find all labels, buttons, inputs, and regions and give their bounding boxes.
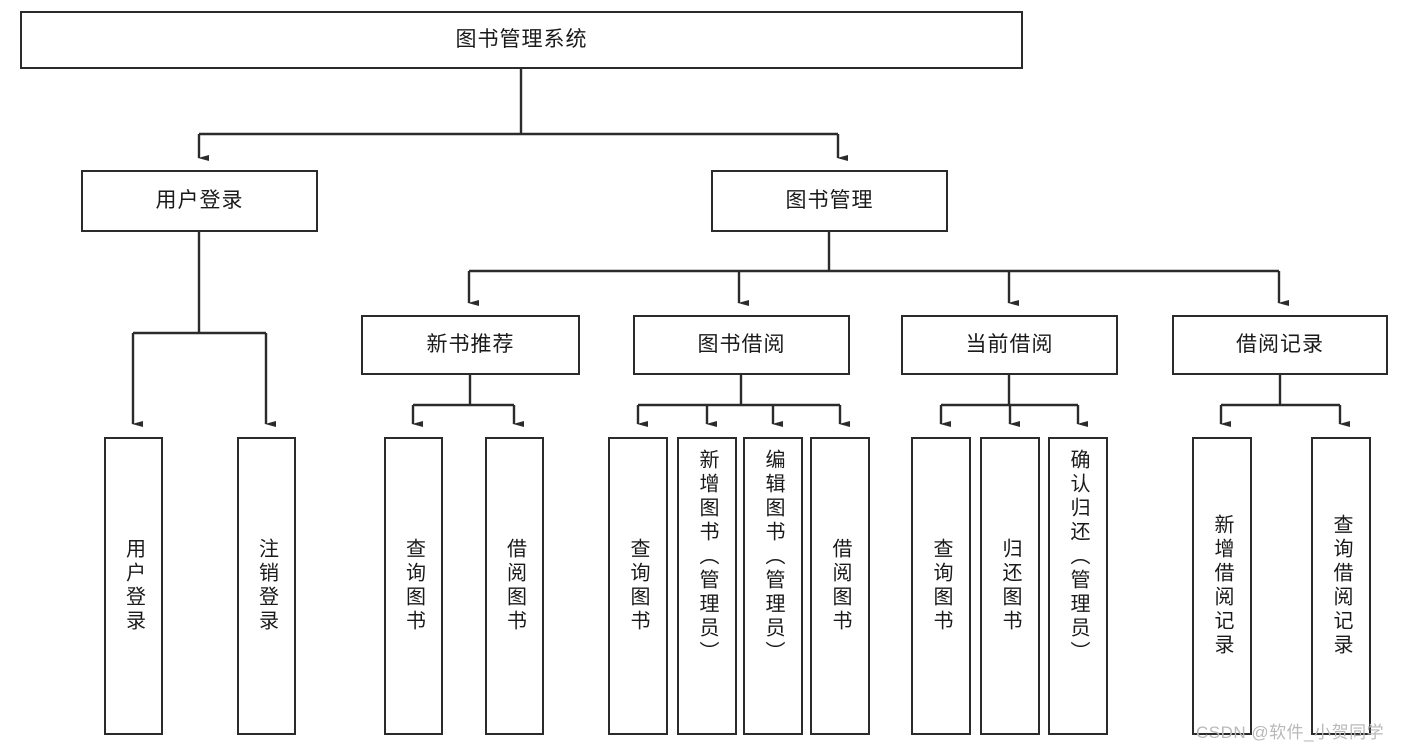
leaf-logout-label: 注销登录 [255,538,278,634]
node-book-management[interactable]: 图书管理 [711,170,948,232]
leaf-confirm-return-admin-label: 确认归还（管理员） [1067,449,1089,665]
leaf-user-login[interactable]: 用户登录 [104,437,163,735]
leaf-logout[interactable]: 注销登录 [237,437,296,735]
leaf-query-book-1[interactable]: 查询图书 [384,437,443,735]
node-root[interactable]: 图书管理系统 [20,11,1023,69]
node-root-label: 图书管理系统 [455,27,588,51]
node-book-management-label: 图书管理 [785,188,874,212]
node-new-book-recommend-label: 新书推荐 [426,332,515,356]
leaf-borrow-book-2[interactable]: 借阅图书 [810,437,870,735]
leaf-query-borrow-record-label: 查询借阅记录 [1330,514,1352,658]
leaf-query-book-3-label: 查询图书 [930,538,952,634]
leaf-add-borrow-record[interactable]: 新增借阅记录 [1192,437,1252,735]
leaf-query-book-2-label: 查询图书 [627,538,649,634]
leaf-add-borrow-record-label: 新增借阅记录 [1211,514,1233,658]
node-user-login[interactable]: 用户登录 [81,170,318,232]
leaf-borrow-book-2-label: 借阅图书 [829,538,851,634]
leaf-edit-book-admin[interactable]: 编辑图书（管理员） [743,437,803,735]
leaf-confirm-return-admin[interactable]: 确认归还（管理员） [1048,437,1108,735]
node-borrow-records[interactable]: 借阅记录 [1172,315,1388,375]
leaf-return-book-label: 归还图书 [999,538,1021,634]
node-user-login-label: 用户登录 [155,188,244,212]
node-new-book-recommend[interactable]: 新书推荐 [361,315,580,375]
leaf-edit-book-admin-label: 编辑图书（管理员） [762,449,784,665]
leaf-borrow-book-1-label: 借阅图书 [503,538,526,634]
node-book-borrow[interactable]: 图书借阅 [633,315,850,375]
leaf-return-book[interactable]: 归还图书 [980,437,1040,735]
leaf-query-borrow-record[interactable]: 查询借阅记录 [1311,437,1371,735]
leaf-add-book-admin[interactable]: 新增图书（管理员） [677,437,737,735]
leaf-query-book-1-label: 查询图书 [402,538,425,634]
leaf-borrow-book-1[interactable]: 借阅图书 [485,437,544,735]
node-book-borrow-label: 图书借阅 [697,332,786,356]
leaf-add-book-admin-label: 新增图书（管理员） [696,449,718,665]
node-borrow-records-label: 借阅记录 [1236,332,1324,356]
node-current-borrow-label: 当前借阅 [965,332,1054,356]
leaf-query-book-3[interactable]: 查询图书 [911,437,971,735]
leaf-query-book-2[interactable]: 查询图书 [608,437,668,735]
node-current-borrow[interactable]: 当前借阅 [901,315,1118,375]
leaf-user-login-label: 用户登录 [122,538,145,634]
